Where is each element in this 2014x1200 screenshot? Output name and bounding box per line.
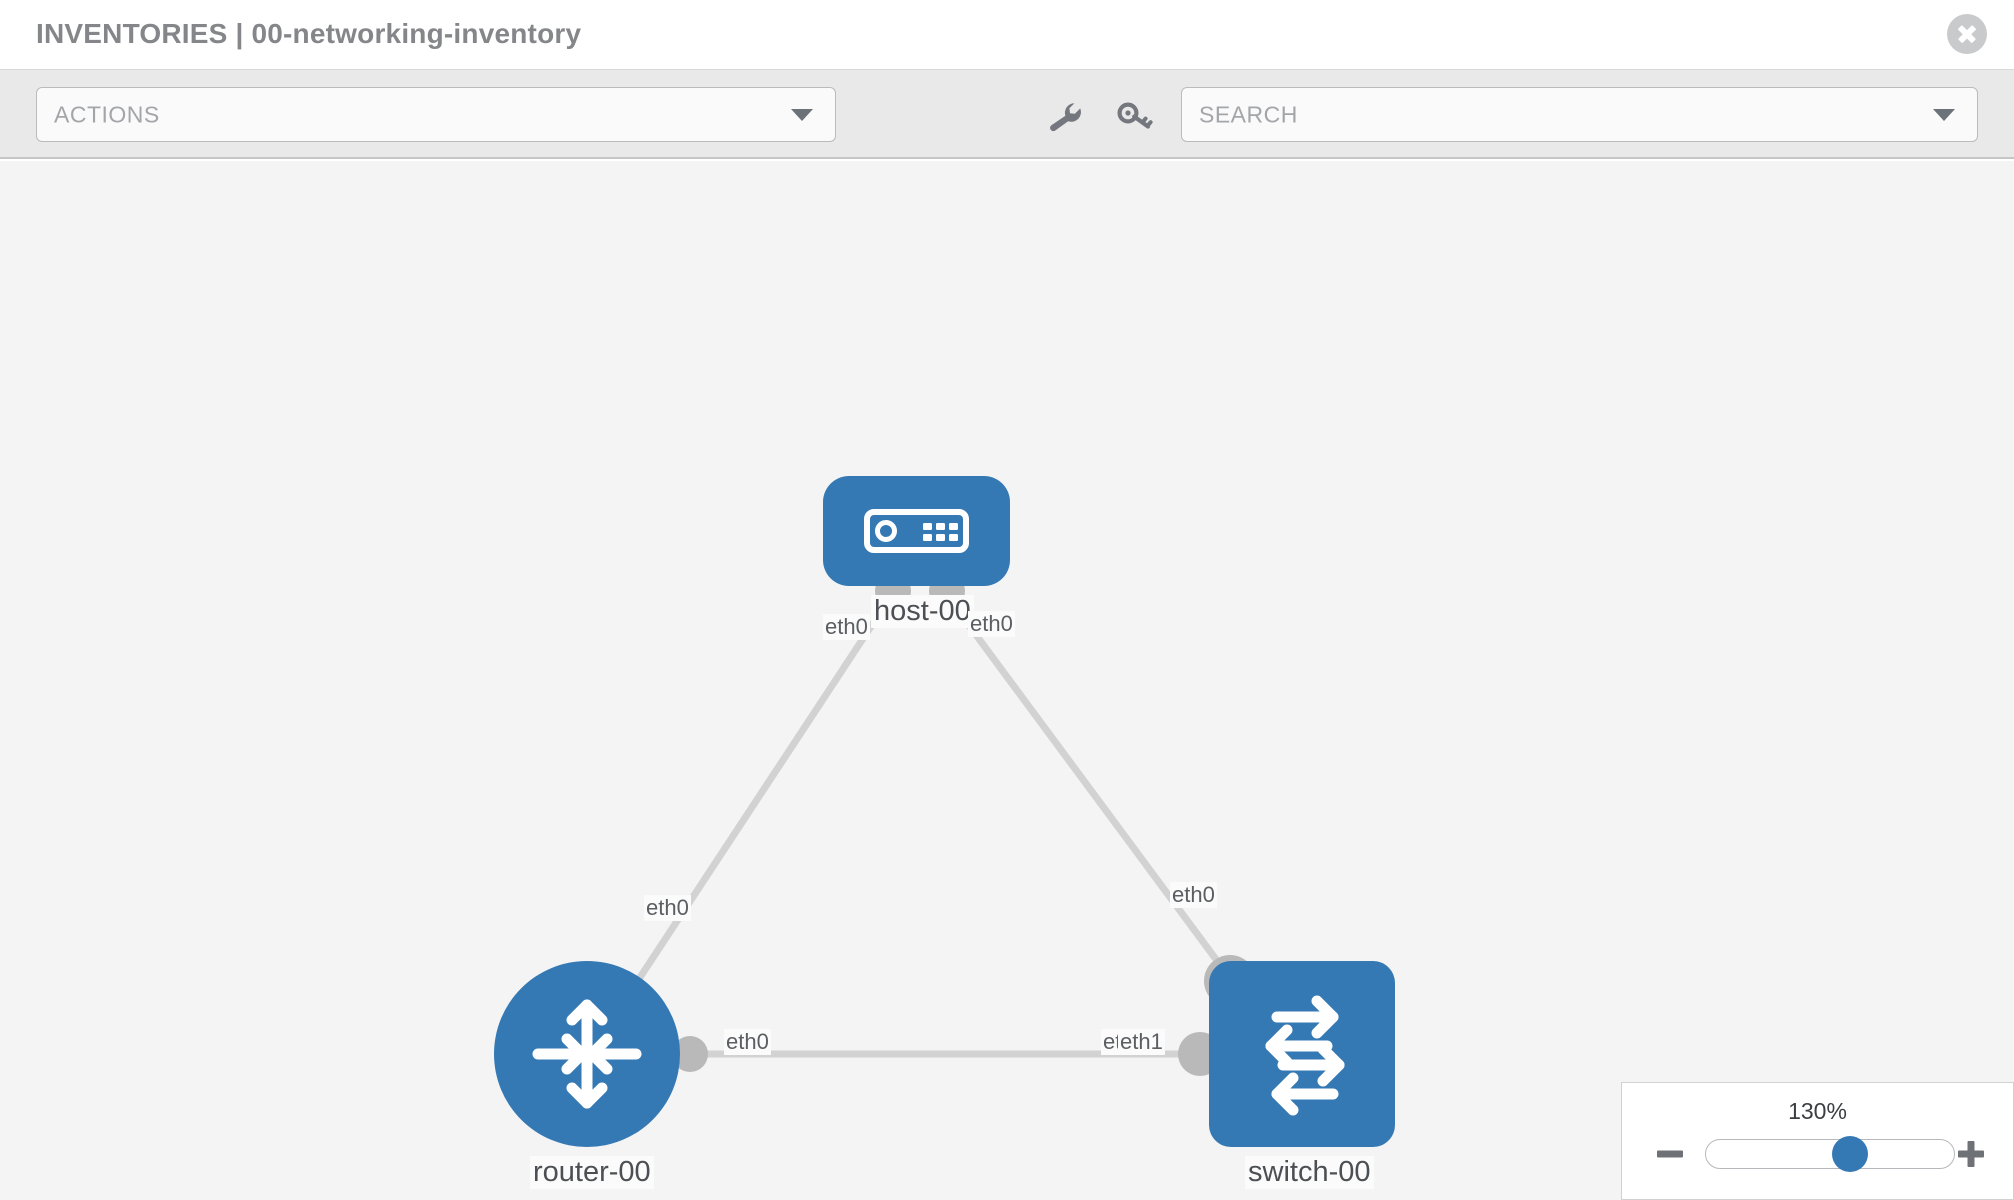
port-label-host-right: eth0	[968, 611, 1015, 637]
port-label-host-left: eth0	[823, 614, 870, 640]
server-appliance-icon	[864, 509, 969, 553]
port-label-router-right: eth0	[724, 1029, 771, 1055]
topology-canvas[interactable]: host-00 router-00 switch-00 eth0 eth0 et…	[0, 161, 2014, 1200]
toolbar: ACTIONS SEARCH	[0, 70, 2014, 159]
link-host-router	[607, 591, 896, 1025]
port-label-router-up: eth0	[644, 895, 691, 921]
port-label-switch-up: eth0	[1170, 882, 1217, 908]
page-title: INVENTORIES | 00-networking-inventory	[36, 18, 582, 49]
page-header: INVENTORIES | 00-networking-inventory	[0, 0, 2014, 70]
wrench-icon[interactable]	[1043, 100, 1087, 134]
node-switch-00[interactable]	[1209, 961, 1395, 1147]
node-host-00[interactable]	[823, 476, 1010, 586]
key-icon[interactable]	[1114, 100, 1158, 134]
topology-graph	[607, 573, 1256, 1076]
search-input[interactable]: SEARCH	[1181, 87, 1978, 142]
actions-dropdown[interactable]: ACTIONS	[36, 87, 836, 142]
zoom-control-panel: 130%	[1621, 1082, 2014, 1200]
node-router-00[interactable]	[494, 961, 680, 1147]
chevron-down-icon	[791, 108, 813, 121]
chevron-down-icon[interactable]	[1933, 108, 1955, 121]
node-label-host-00: host-00	[871, 595, 974, 628]
zoom-slider-thumb[interactable]	[1831, 1136, 1868, 1172]
close-icon[interactable]	[1947, 14, 1987, 54]
zoom-level-value: 130%	[1788, 1098, 1847, 1124]
search-placeholder: SEARCH	[1199, 101, 1298, 127]
zoom-slider[interactable]	[1705, 1136, 1955, 1172]
node-label-switch-00: switch-00	[1245, 1156, 1374, 1189]
connector-dots	[672, 573, 1256, 1076]
port-label-switch-left-eth1: eth1	[1118, 1029, 1165, 1055]
router-arrows-icon	[532, 999, 642, 1109]
plus-icon[interactable]	[1956, 1139, 1986, 1169]
link-host-switch	[942, 590, 1235, 984]
switch-arrows-icon	[1265, 995, 1345, 1116]
connector-router-right	[672, 1036, 708, 1072]
minus-icon[interactable]	[1655, 1139, 1685, 1169]
actions-dropdown-label: ACTIONS	[54, 101, 160, 127]
node-label-router-00: router-00	[530, 1156, 654, 1189]
